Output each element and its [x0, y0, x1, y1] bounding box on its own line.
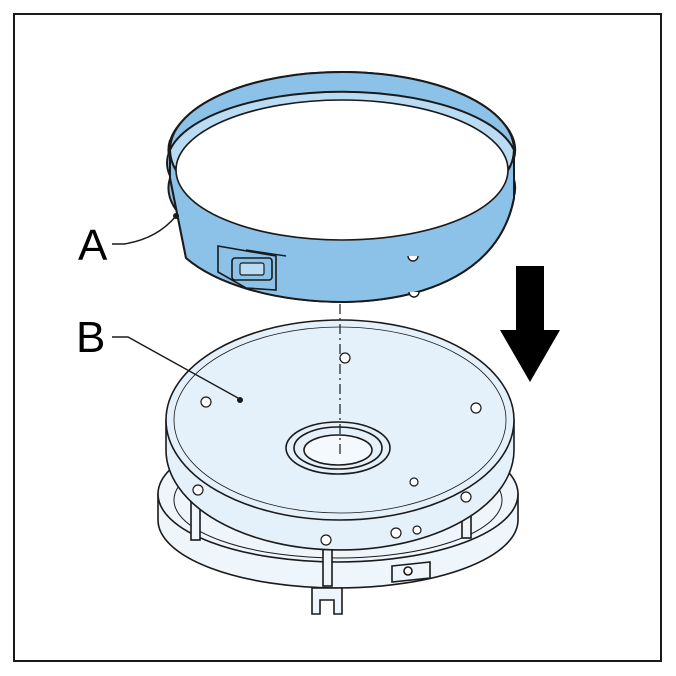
latch-screw [403, 566, 413, 576]
callout-a-label: A [78, 221, 108, 270]
ring-clasp-slot [239, 262, 265, 276]
down-arrow-icon [500, 266, 560, 382]
screw [320, 534, 332, 546]
callout-a-dot [173, 213, 179, 219]
callout-b: B [76, 313, 243, 403]
screw [200, 396, 212, 408]
screw [339, 352, 351, 364]
screw [390, 527, 402, 539]
ring-back-fill [166, 71, 515, 177]
base-foot-clip [311, 587, 343, 615]
callout-a-leader [112, 215, 177, 245]
callout-a: A [78, 213, 179, 270]
ring-notch [408, 291, 420, 298]
ring-band [166, 71, 517, 304]
hub-inner [303, 434, 373, 466]
screw [460, 491, 472, 503]
callout-b-label: B [76, 313, 105, 362]
ring-inner-opening [175, 99, 509, 241]
callout-b-leader [112, 336, 239, 399]
ring-clasp-line [245, 249, 287, 257]
screw [192, 484, 204, 496]
screw [470, 402, 482, 414]
plate-screws [192, 352, 482, 546]
pillar [322, 547, 333, 587]
screw [412, 525, 422, 535]
screw [409, 477, 419, 487]
callout-b-dot [237, 397, 243, 403]
ring-notch [407, 255, 419, 262]
